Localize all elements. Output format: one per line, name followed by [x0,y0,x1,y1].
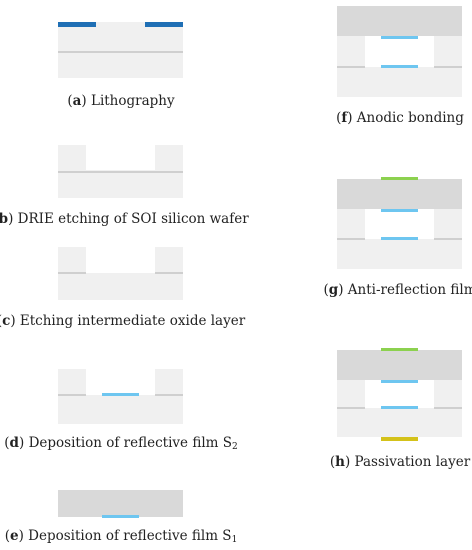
soi-wafer-base [337,408,462,437]
photoresist-right [145,22,183,27]
device-layer-right [155,247,183,274]
caption-e: (e) Deposition of reflective film S1 [4,528,238,545]
reflective-film-s2 [381,65,418,68]
caption-g: (g) Anti-reflection film [323,282,472,298]
caption-a: (a) Lithography [67,93,175,109]
glass-wafer [337,350,462,380]
soi-wafer-base [337,67,462,97]
device-layer-right [434,209,462,240]
device-layer-left [58,145,86,171]
step-f-illustration [337,6,462,97]
step-g-illustration [337,177,462,269]
soi-wafer-base [58,395,183,424]
soi-wafer [58,22,183,78]
device-layer-right [155,369,183,396]
step-c-illustration [58,247,183,300]
device-layer-left [58,369,86,396]
reflective-film-s1 [381,209,418,212]
photoresist-left [58,22,96,27]
caption-b: (b) DRIE etching of SOI silicon wafer [0,211,249,227]
glass-wafer [58,490,183,517]
passivation-layer [381,437,418,441]
glass-wafer [337,179,462,209]
device-layer-left [337,36,365,68]
caption-d: (d) Deposition of reflective film S2 [4,435,238,452]
reflective-film-s2 [102,393,139,396]
caption-h: (h) Passivation layer [329,454,471,470]
soi-wafer-base [58,170,183,198]
antireflection-film [381,348,418,351]
step-a-illustration [58,22,183,78]
reflective-film-s1 [381,36,418,39]
device-layer-right [434,36,462,68]
device-layer-right [155,145,183,171]
reflective-film-s2 [381,237,418,240]
device-layer-left [337,209,365,240]
reflective-film-s1 [102,515,139,518]
device-layer-right [434,380,462,409]
step-e-illustration [58,490,183,518]
reflective-film-s2 [381,406,418,409]
device-layer-left [337,380,365,409]
caption-f: (f) Anodic bonding [336,110,464,126]
soi-wafer-base [337,239,462,269]
caption-c: (c) Etching intermediate oxide layer [0,313,246,329]
antireflection-film [381,177,418,180]
reflective-film-s1 [381,380,418,383]
step-h-illustration [337,348,462,441]
soi-wafer-base [58,273,183,300]
step-b-illustration [58,145,183,198]
glass-wafer [337,6,462,36]
step-d-illustration [58,369,183,424]
device-layer-left [58,247,86,274]
